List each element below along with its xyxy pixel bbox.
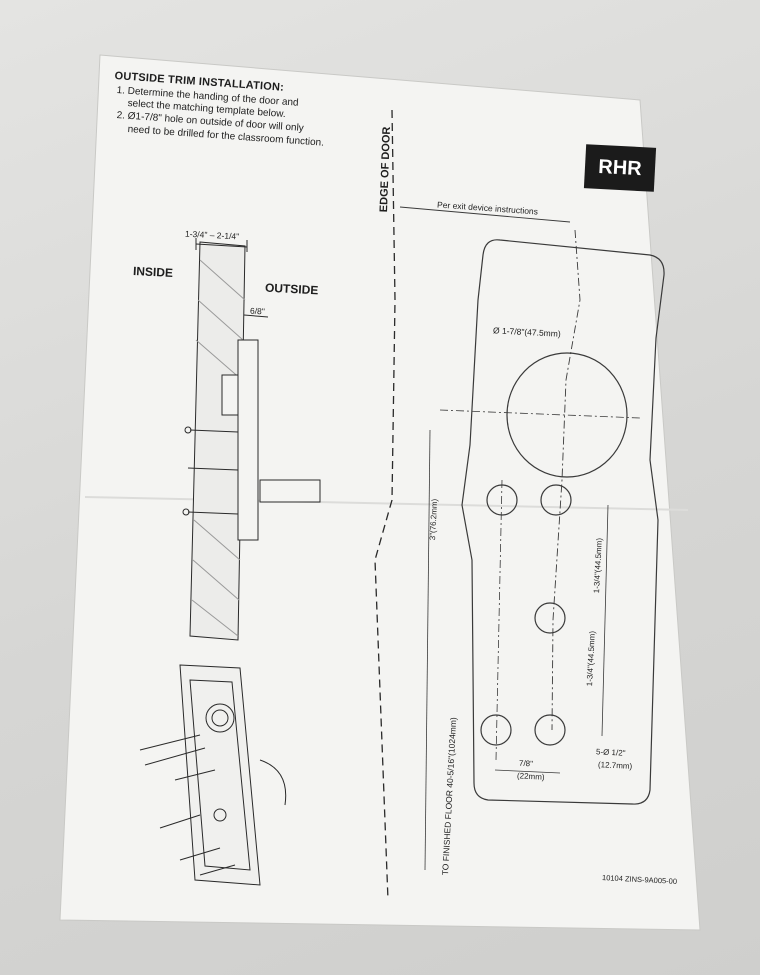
small-holes-metric: (12.7mm) [597,760,633,771]
template-outline [399,206,665,871]
door-section-drawing [182,238,321,641]
edge-of-door-line [374,109,396,901]
trim-perspective-drawing [139,664,287,886]
hole-width-dimension: 7/8" [518,758,534,769]
outside-label: OUTSIDE [264,280,319,298]
small-holes-note: 5-Ø 1/2" [595,747,626,758]
inside-label: INSIDE [132,263,174,281]
fold-line [84,496,689,511]
handing-badge: RHR [583,144,657,192]
hole-width-metric: (22mm) [516,771,545,782]
offset-dimension: 6/8" [249,305,266,317]
